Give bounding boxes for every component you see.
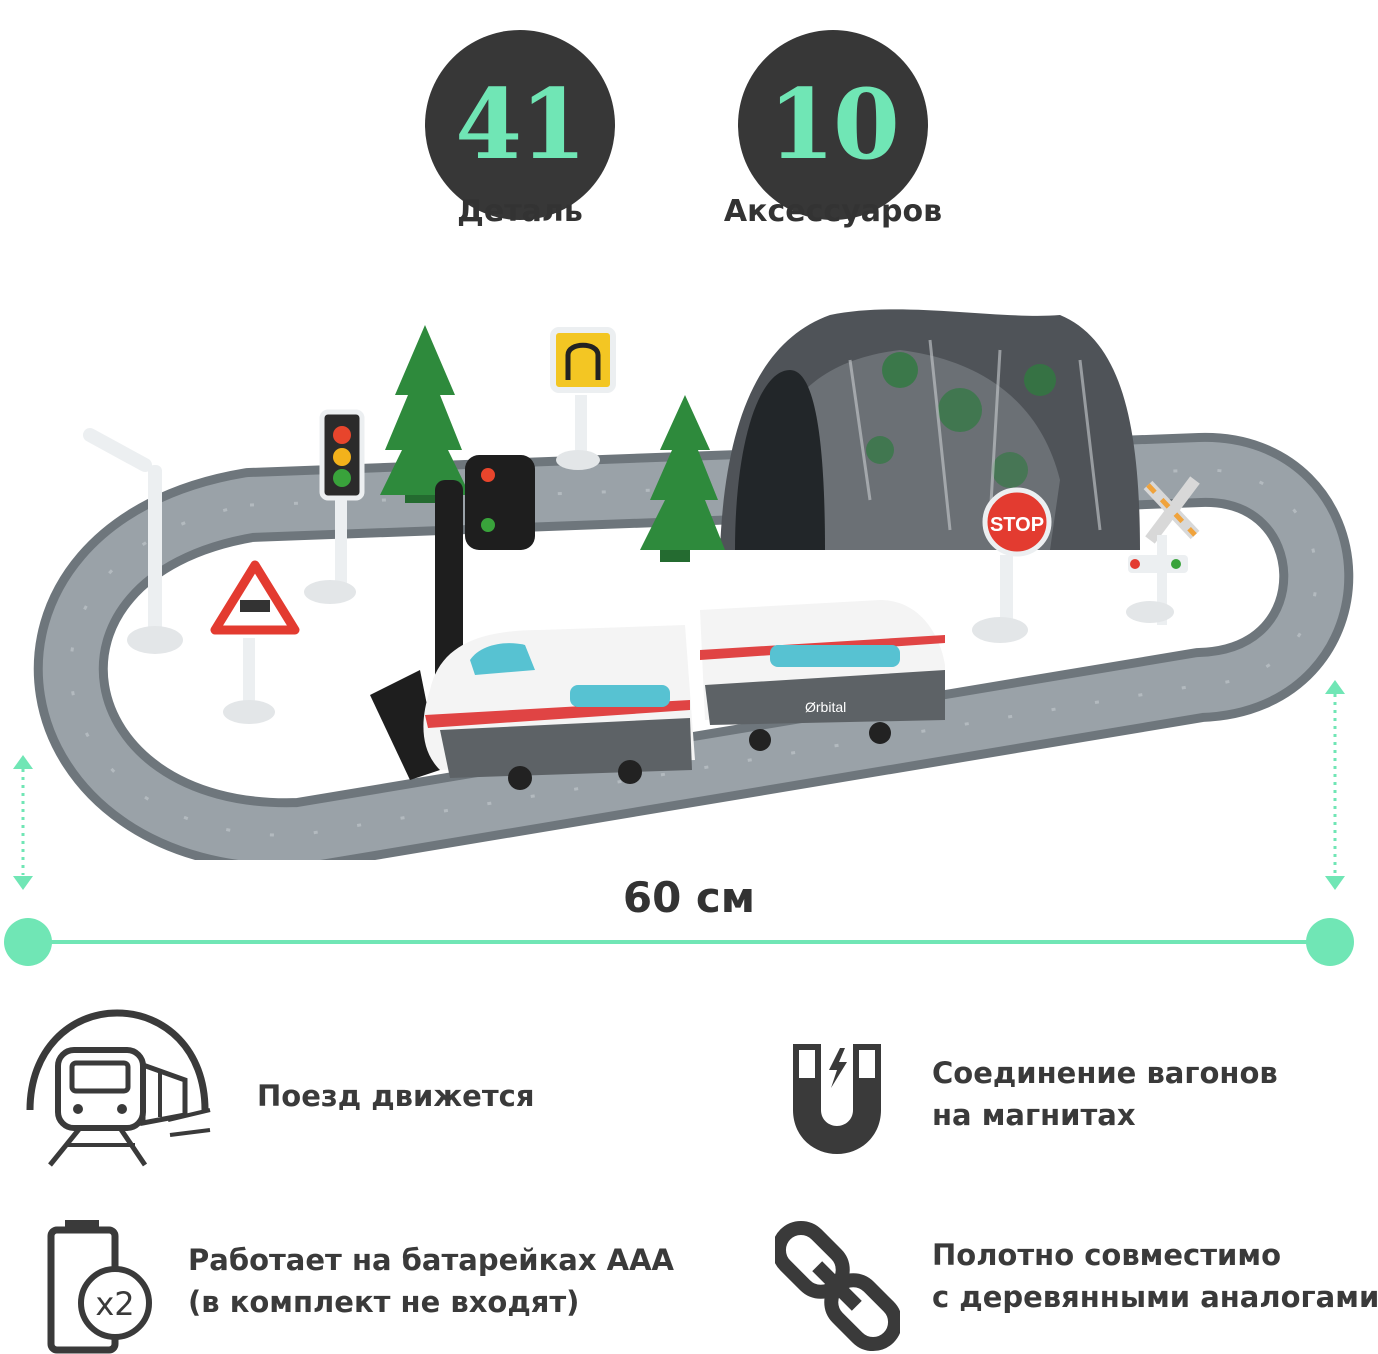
magnet-icon bbox=[793, 1044, 881, 1154]
feature-compatible-line-1: Полотно совместимо bbox=[932, 1238, 1282, 1272]
tree-middle bbox=[640, 395, 725, 562]
feature-train-moves-text: Поезд движется bbox=[257, 1075, 534, 1117]
train-warning-sign bbox=[210, 560, 300, 724]
accessories-count-badge: 10 bbox=[738, 30, 928, 220]
train-tunnel-icon bbox=[26, 1009, 211, 1167]
feature-compatible-text: Полотно совместимо с деревянными аналога… bbox=[932, 1234, 1378, 1318]
width-dimension-line bbox=[4, 918, 1354, 966]
railroad-crossing-sign bbox=[1126, 476, 1200, 625]
width-dimension-label: 60 см bbox=[622, 873, 756, 922]
feature-batteries-line-1: Работает на батарейках AAA bbox=[188, 1243, 674, 1277]
stop-sign: STOP bbox=[972, 487, 1052, 643]
accessories-count-value: 10 bbox=[768, 68, 900, 181]
feature-train-moves-line-1: Поезд движется bbox=[257, 1079, 535, 1113]
parts-count-value: 41 bbox=[455, 68, 587, 181]
train-brand-text: Ørbital bbox=[805, 699, 846, 715]
stop-sign-text: STOP bbox=[990, 514, 1044, 536]
height-arrow-left bbox=[13, 755, 33, 890]
tunnel-mountain bbox=[720, 309, 1140, 550]
tunnel-sign bbox=[550, 327, 616, 470]
accessories-count-label: Аксессуаров bbox=[723, 194, 943, 229]
feature-compatible-line-2: с деревянными аналогами bbox=[932, 1280, 1378, 1314]
parts-count-label: Деталь bbox=[457, 194, 583, 229]
battery-icon: x2 bbox=[47, 1220, 152, 1354]
signal-post bbox=[370, 455, 535, 780]
track-oval bbox=[33, 433, 1354, 860]
parts-count-badge: 41 bbox=[425, 30, 615, 220]
chain-link-icon bbox=[775, 1220, 900, 1352]
train-set-illustration: STOP Ørbital bbox=[33, 309, 1354, 860]
feature-batteries-line-2: (в комплект не входят) bbox=[188, 1285, 580, 1319]
feature-magnets-line-1: Соединение вагонов bbox=[932, 1056, 1278, 1090]
feature-magnets-text: Соединение вагонов на магнитах bbox=[932, 1052, 1278, 1136]
street-lamp bbox=[83, 428, 183, 654]
feature-magnets-line-2: на магнитах bbox=[932, 1098, 1136, 1132]
traffic-light bbox=[304, 409, 365, 604]
toy-train: Ørbital bbox=[423, 600, 945, 790]
battery-count-badge: x2 bbox=[95, 1285, 134, 1323]
tree-left bbox=[380, 325, 470, 503]
feature-batteries-text: Работает на батарейках AAA (в комплект н… bbox=[188, 1239, 674, 1323]
height-arrow-right bbox=[1325, 680, 1345, 890]
